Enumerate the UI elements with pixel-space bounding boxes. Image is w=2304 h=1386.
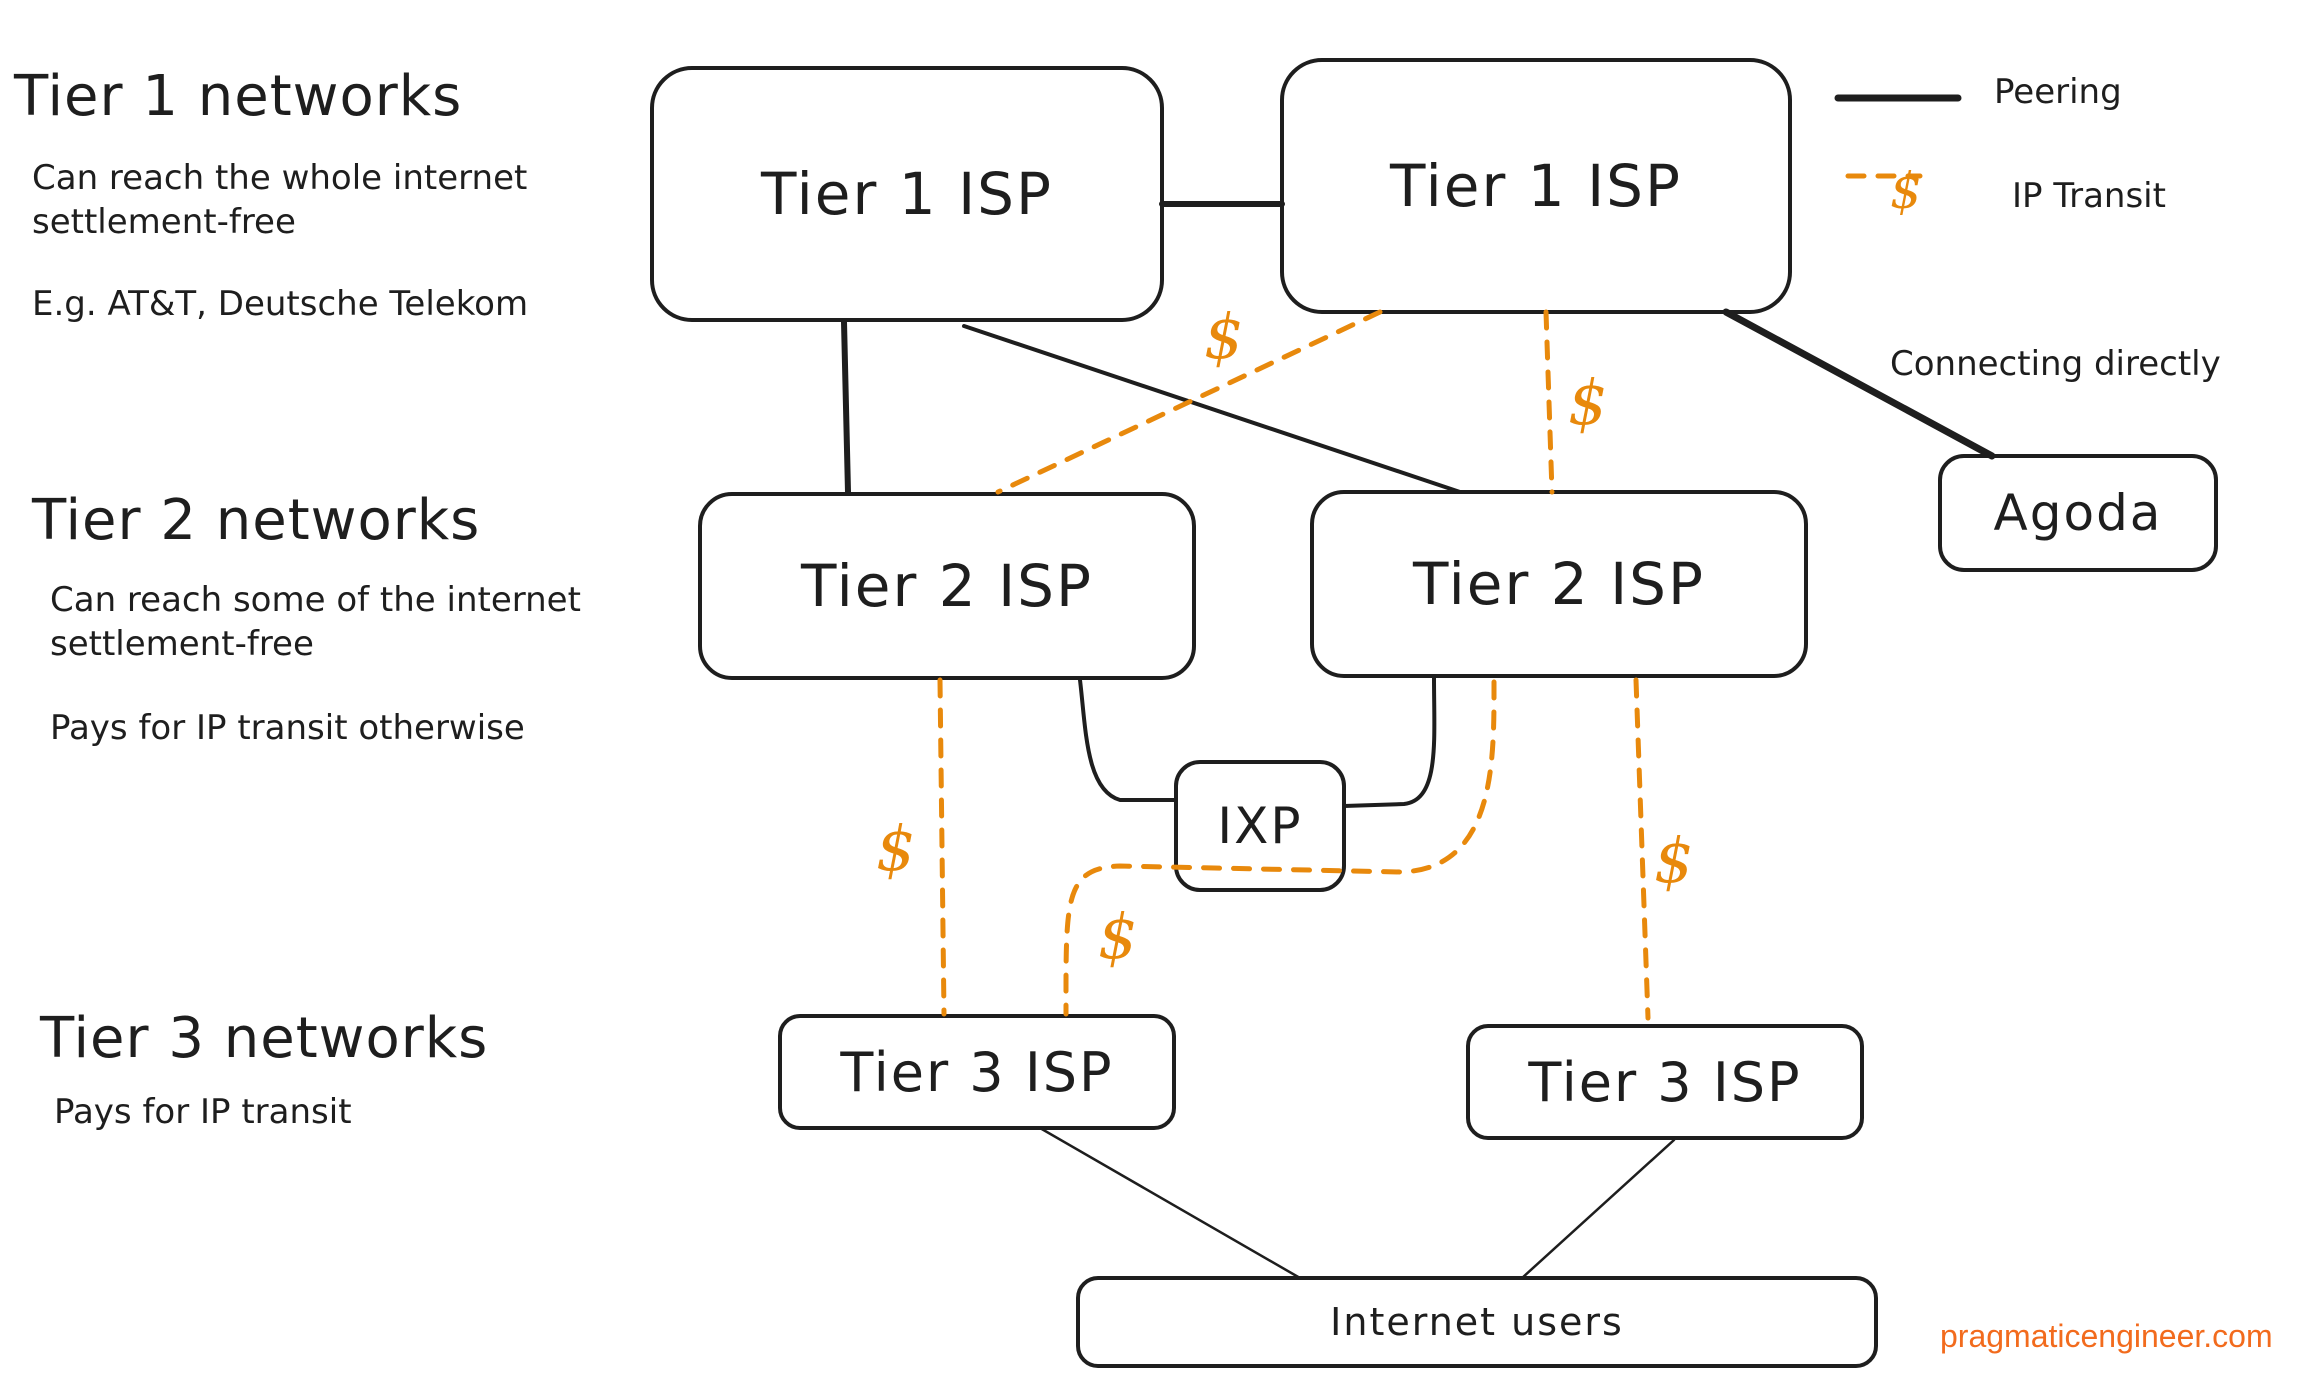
tier2-left-label: Tier 2 ISP <box>801 552 1093 620</box>
tier1-right-box <box>1280 58 1792 314</box>
tier3-right-box <box>1466 1024 1864 1140</box>
peering-tier2-left-ixp <box>1078 678 1178 802</box>
transit-dollar-mark: $ <box>1568 366 1608 439</box>
tier2-heading: Tier 2 networks <box>32 488 481 553</box>
transit-tier2-right-tier3-right <box>1633 677 1651 1021</box>
transit-dollar-mark: $ <box>1204 300 1244 373</box>
agoda-label: Agoda <box>1993 484 2163 542</box>
transit-tier2-left-tier3-left <box>937 677 947 1017</box>
tier2-notes: Can reach some of the internet settlemen… <box>50 580 581 664</box>
agoda-box <box>1938 454 2218 572</box>
tier3-left-users-link <box>1038 1126 1302 1280</box>
tier1-left-box <box>650 66 1164 322</box>
transit-dollar-mark: $ <box>1098 900 1138 973</box>
legend-peering-label: Peering <box>1994 72 2122 112</box>
legend-transit-label: IP Transit <box>2012 176 2166 216</box>
internet-users-label: Internet users <box>1330 1300 1624 1344</box>
direct-connection-label: Connecting directly <box>1890 344 2221 384</box>
tier3-left-label: Tier 3 ISP <box>840 1040 1114 1104</box>
peering-tier1-tier2-left <box>841 319 851 495</box>
tier2-right-box <box>1310 490 1808 678</box>
tier3-left-box <box>778 1014 1176 1130</box>
tier3-right-label: Tier 3 ISP <box>1528 1050 1802 1114</box>
transit-tier1-right-tier2-right <box>1543 309 1555 495</box>
brand-watermark: pragmaticengineer.com <box>1940 1318 2273 1354</box>
tier1-heading: Tier 1 networks <box>14 64 463 129</box>
peering-tier2-right-ixp <box>1342 676 1437 808</box>
tier1-example: E.g. AT&T, Deutsche Telekom <box>32 284 529 324</box>
tier3-heading: Tier 3 networks <box>40 1006 489 1071</box>
direct-tier1-agoda <box>1722 308 1996 460</box>
tier2-extra: Pays for IP transit otherwise <box>50 708 525 748</box>
transit-tier2-right-tier3-left <box>1063 679 1497 1017</box>
tier1-notes: Can reach the whole internet settlement-… <box>32 158 528 242</box>
peering-tier1-tier2-right <box>962 324 1462 494</box>
tier3-right-users-link <box>1520 1138 1676 1280</box>
transit-dollar-mark: $ <box>1654 824 1694 897</box>
ixp-box <box>1174 760 1346 892</box>
tier3-notes: Pays for IP transit <box>54 1092 352 1132</box>
tier1-left-label: Tier 1 ISP <box>761 160 1053 228</box>
tier2-left-box <box>698 492 1196 680</box>
legend-dollar-icon: $ <box>1890 162 1922 220</box>
ixp-label: IXP <box>1217 797 1303 855</box>
tier2-right-label: Tier 2 ISP <box>1413 550 1705 618</box>
tier1-right-label: Tier 1 ISP <box>1390 152 1682 220</box>
internet-users-box <box>1076 1276 1878 1368</box>
transit-dollar-mark: $ <box>876 812 916 885</box>
transit-tier1-right-tier2-left <box>995 309 1383 495</box>
